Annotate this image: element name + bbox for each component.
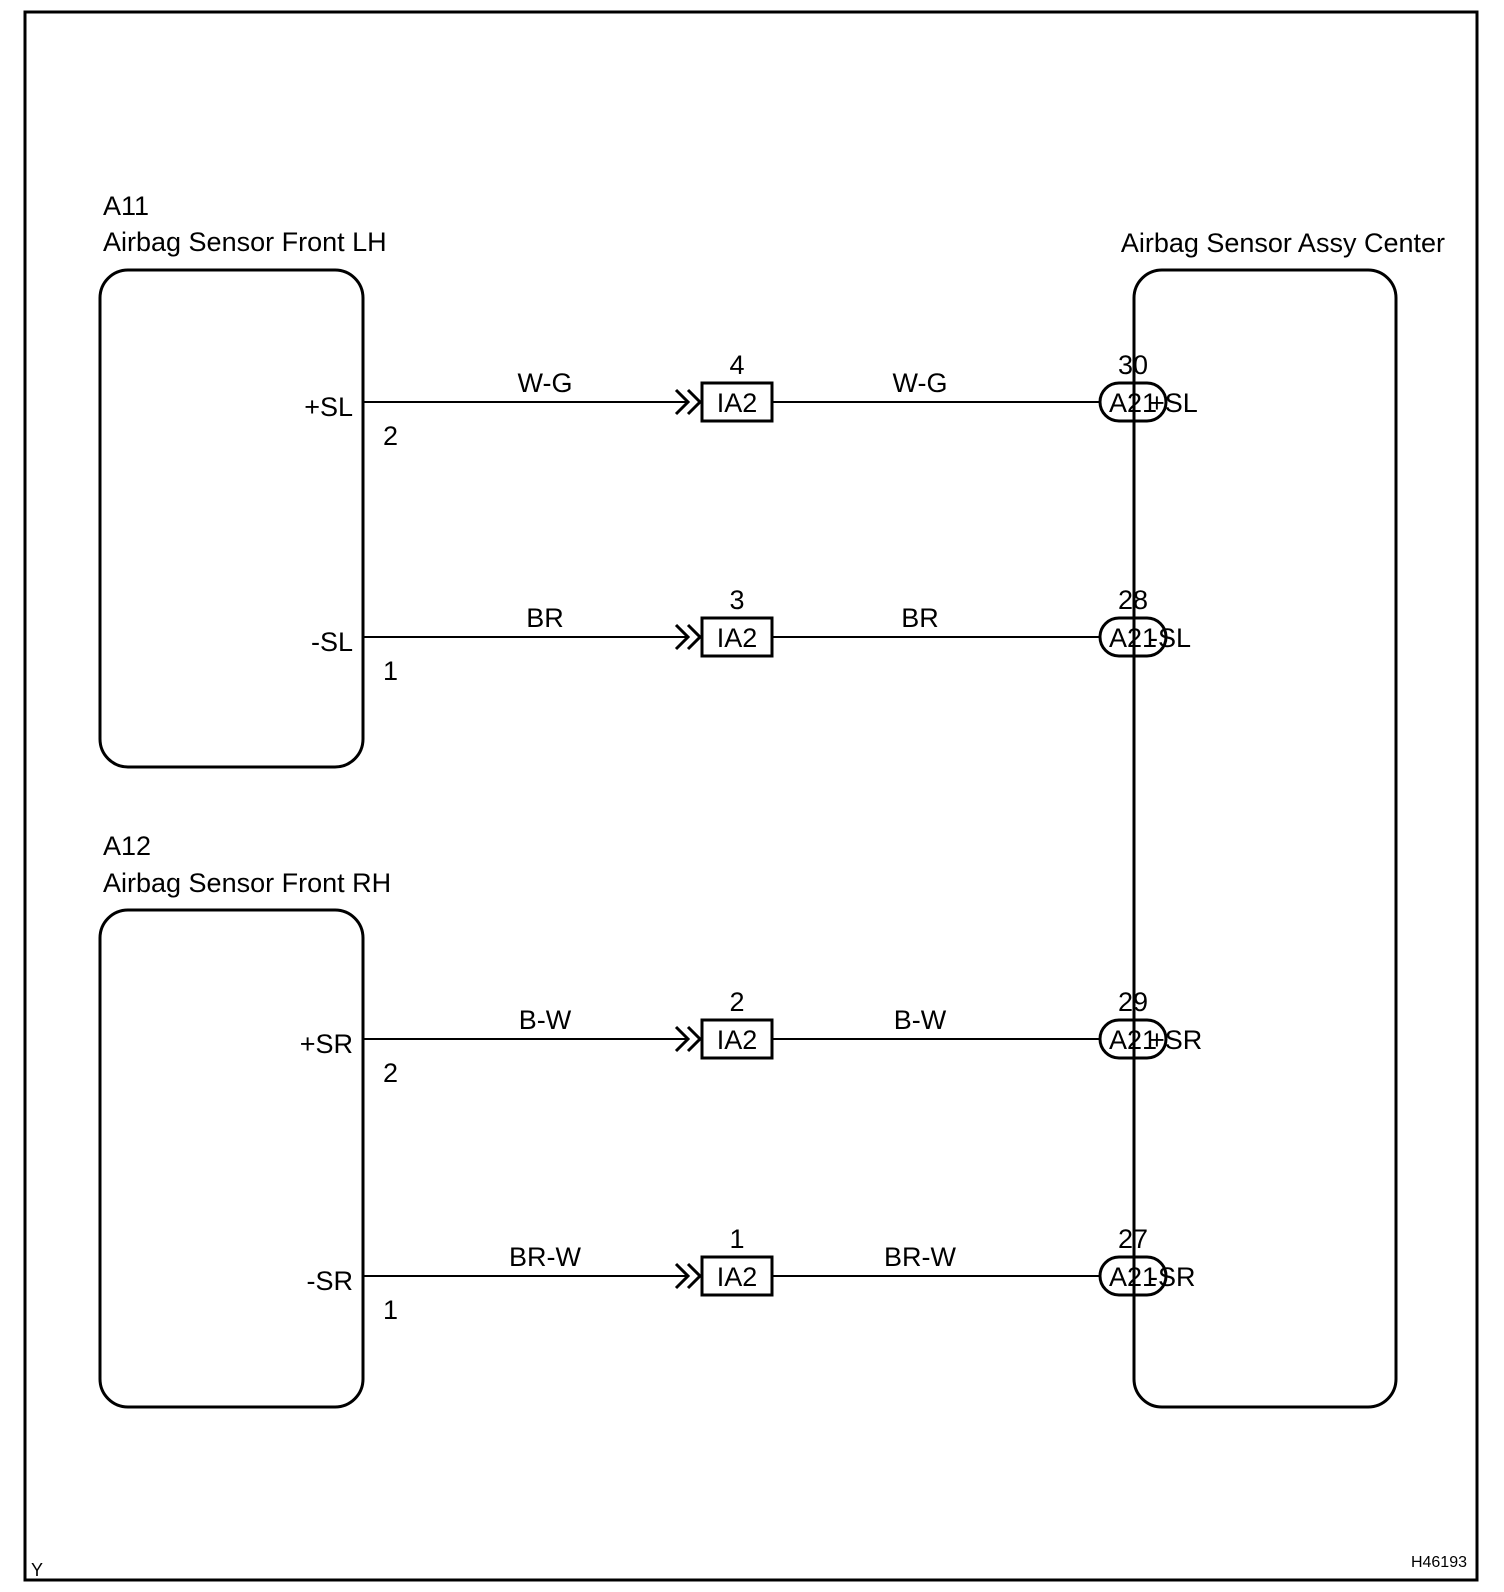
junction-pin: 4	[729, 350, 744, 380]
right-terminal-label: -SL	[1149, 623, 1191, 653]
left-pin: 2	[383, 1058, 398, 1088]
chevron-icon	[674, 1262, 703, 1290]
right-connector-label: A21	[1109, 623, 1157, 653]
chevron-icon	[674, 1025, 703, 1053]
right-connector-oval	[1098, 1255, 1168, 1297]
right-connector-oval	[1098, 1018, 1168, 1060]
right-terminal-label: +SR	[1149, 1025, 1202, 1055]
junction-pin: 1	[729, 1224, 744, 1254]
corner-label: Y	[31, 1560, 43, 1580]
junction-pin: 2	[729, 987, 744, 1017]
left-pin: 1	[383, 656, 398, 686]
left-terminal-label: -SL	[311, 627, 353, 657]
component-box-front-rh	[98, 908, 365, 1409]
component-box-center	[1132, 268, 1398, 1409]
right-connector-oval	[1098, 381, 1168, 423]
right-terminal-label: -SR	[1149, 1262, 1196, 1292]
component-name-center: Airbag Sensor Assy Center	[1121, 228, 1445, 258]
chevron-icon	[674, 388, 703, 416]
component-name-front-lh: Airbag Sensor Front LH	[103, 227, 387, 257]
wire-color-right: W-G	[893, 368, 948, 398]
left-terminal-label: +SR	[300, 1029, 353, 1059]
junction-connector-box	[700, 1018, 774, 1060]
component-name-front-rh: Airbag Sensor Front RH	[103, 868, 391, 898]
figure-id: H46193	[1411, 1554, 1467, 1571]
left-terminal-label: +SL	[304, 392, 353, 422]
right-pin: 29	[1118, 987, 1148, 1017]
right-connector-label: A21	[1109, 388, 1157, 418]
wire-color-left: BR-W	[509, 1242, 581, 1272]
right-connector-label: A21	[1109, 1025, 1157, 1055]
chevron-icon	[674, 623, 703, 651]
component-box-front-lh	[98, 268, 365, 769]
left-pin: 2	[383, 421, 398, 451]
junction-connector-label: IA2	[717, 1262, 758, 1292]
component-code-a11: A11	[103, 191, 149, 221]
junction-connector-label: IA2	[717, 388, 758, 418]
wire-color-left: W-G	[518, 368, 573, 398]
right-connector-oval	[1098, 616, 1168, 658]
right-pin: 30	[1118, 350, 1148, 380]
diagram-frame	[23, 10, 1479, 1582]
junction-connector-box	[700, 381, 774, 423]
wire-color-right: BR-W	[884, 1242, 956, 1272]
wire-color-right: BR	[901, 603, 939, 633]
wire-color-left: BR	[526, 603, 564, 633]
junction-connector-label: IA2	[717, 623, 758, 653]
junction-connector-box	[700, 1255, 774, 1297]
right-terminal-label: +SL	[1149, 388, 1198, 418]
wire-color-right: B-W	[894, 1005, 947, 1035]
right-pin: 28	[1118, 585, 1148, 615]
left-terminal-label: -SR	[307, 1266, 354, 1296]
right-pin: 27	[1118, 1224, 1148, 1254]
component-code-a12: A12	[103, 831, 151, 861]
right-connector-label: A21	[1109, 1262, 1157, 1292]
wire-color-left: B-W	[519, 1005, 572, 1035]
junction-connector-label: IA2	[717, 1025, 758, 1055]
junction-connector-box	[700, 616, 774, 658]
left-pin: 1	[383, 1295, 398, 1325]
junction-pin: 3	[729, 585, 744, 615]
